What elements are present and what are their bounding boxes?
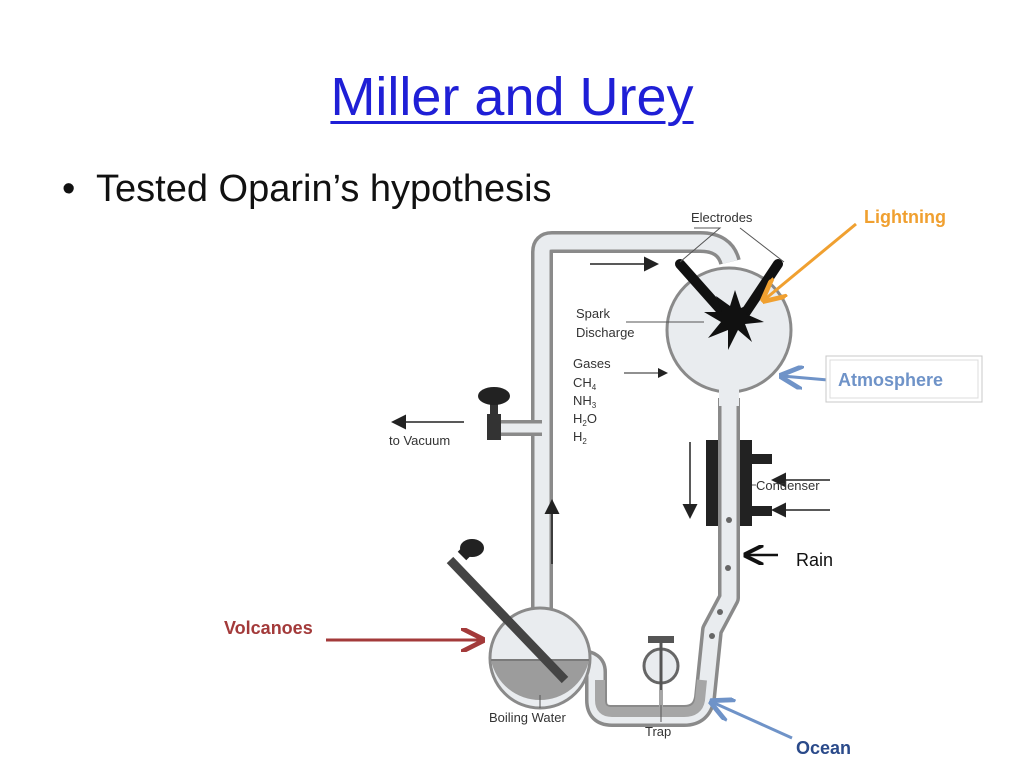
label-gases: Gases <box>573 356 611 371</box>
label-boiling-water: Boiling Water <box>489 710 566 725</box>
label-leaders <box>539 227 785 722</box>
vacuum-stopcock <box>478 387 510 440</box>
bullet-text: Tested Oparin’s hypothesis <box>96 168 552 210</box>
label-trap: Trap <box>645 724 671 739</box>
flow-arrows <box>391 256 830 564</box>
boiling-flask <box>446 539 592 710</box>
label-spark-line1: Spark <box>576 306 610 321</box>
atmosphere-flask <box>665 259 793 406</box>
label-gas-h2o: H2O <box>573 411 597 428</box>
slide-title: Miller and Urey <box>330 67 694 127</box>
lightning-arrow <box>764 222 857 300</box>
atmosphere-arrow <box>782 376 829 380</box>
label-spark-line2: Discharge <box>576 325 635 340</box>
label-condenser: Condenser <box>756 478 820 493</box>
label-electrodes: Electrodes <box>691 210 753 225</box>
callout-rain: Rain <box>796 550 833 570</box>
label-to-vacuum: to Vacuum <box>389 433 450 448</box>
callout-ocean: Ocean <box>796 738 851 758</box>
callout-atmosphere: Atmosphere <box>838 370 943 390</box>
glass-tubing <box>492 231 741 727</box>
ocean-arrow <box>712 702 793 740</box>
trap-stopcock <box>642 636 680 712</box>
bullet-marker: • <box>62 168 76 210</box>
callout-lightning: Lightning <box>864 207 946 227</box>
label-gas-ch4: CH4 <box>573 375 597 392</box>
bullet-item: • Tested Oparin’s hypothesis <box>62 168 552 211</box>
label-gas-nh3: NH3 <box>573 393 597 410</box>
label-gas-h2: H2 <box>573 429 587 446</box>
callout-volcanoes: Volcanoes <box>224 618 313 638</box>
condenser <box>706 440 772 639</box>
spark-icon <box>704 290 764 350</box>
